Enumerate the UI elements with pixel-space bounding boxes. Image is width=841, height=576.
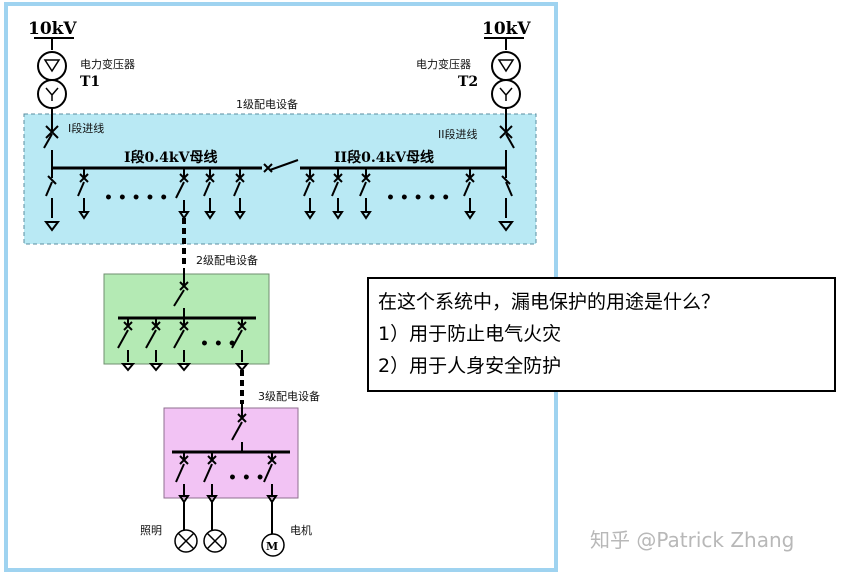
lighting-label: 照明 xyxy=(140,524,162,537)
level1-right-ellipsis: • • • • • xyxy=(386,190,450,206)
lamp-icon xyxy=(203,529,227,553)
level2-internal xyxy=(117,268,256,372)
question-option-2: 2）用于人身安全防护 xyxy=(378,355,561,377)
watermark: 知乎 @Patrick Zhang xyxy=(590,528,794,552)
incoming-right-label: II段进线 xyxy=(438,127,478,141)
level3-ellipsis: • • • xyxy=(228,470,265,486)
motor-icon xyxy=(261,533,285,557)
level1-box xyxy=(23,113,537,245)
right-source xyxy=(484,37,524,128)
level1-left-ellipsis: • • • • • xyxy=(104,190,168,206)
incoming-left-label: I段进线 xyxy=(68,121,104,135)
level1-feeders xyxy=(44,168,514,232)
question-title: 在这个系统中，漏电保护的用途是什么？ xyxy=(378,291,720,313)
level2-title: 2级配电设备 xyxy=(196,253,258,267)
motor-symbol: M xyxy=(266,540,278,553)
question-option-1: 1）用于防止电气火灾 xyxy=(378,323,561,345)
lamp-icon xyxy=(174,529,198,553)
level1-title: 1级配电设备 xyxy=(236,97,298,111)
right-transformer-name: 电力变压器 xyxy=(416,57,471,71)
level3-title: 3级配电设备 xyxy=(258,389,320,403)
right-voltage-label: 10kV xyxy=(482,19,531,39)
right-transformer-id: T2 xyxy=(458,74,478,90)
level3-internal xyxy=(172,404,290,534)
question-box xyxy=(367,277,836,392)
bus-tie-switch xyxy=(263,159,299,173)
incoming-breakers xyxy=(43,125,515,168)
bus-right-label: II段0.4kV母线 xyxy=(334,149,434,166)
left-transformer-id: T1 xyxy=(80,74,100,90)
left-source xyxy=(34,37,74,128)
level2-ellipsis: • • • xyxy=(200,336,237,352)
left-transformer-name: 电力变压器 xyxy=(80,57,135,71)
left-voltage-label: 10kV xyxy=(28,19,77,39)
bus-left-label: I段0.4kV母线 xyxy=(124,149,217,166)
motor-label: 电机 xyxy=(290,523,312,537)
